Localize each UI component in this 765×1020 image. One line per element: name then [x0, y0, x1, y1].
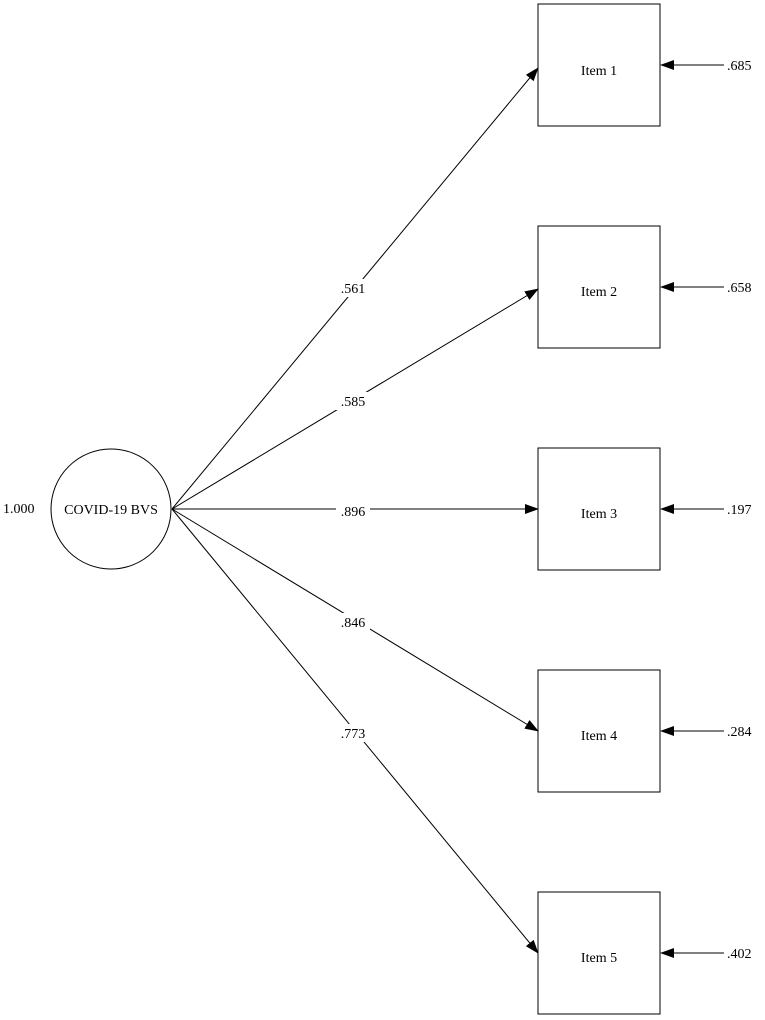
residual-label-item-4: .284: [727, 725, 752, 740]
latent-factor: COVID-19 BVS 1.000: [3, 448, 172, 570]
loading-label-item-4: .846: [341, 616, 366, 631]
loading-label-item-1: .561: [341, 282, 366, 297]
item-label-1: Item 1: [581, 64, 617, 79]
latent-factor-label: COVID-19 BVS: [64, 503, 158, 518]
item-3: .896 Item 3 .197: [172, 447, 752, 571]
item-1: .561 Item 1 .685: [171, 3, 752, 510]
item-label-4: Item 4: [581, 729, 617, 744]
residual-label-item-2: .658: [727, 281, 752, 296]
residual-label-item-1: .685: [727, 59, 752, 74]
latent-factor-circle: [50, 448, 172, 570]
loading-label-item-5: .773: [341, 727, 366, 742]
item-label-2: Item 2: [581, 285, 617, 300]
loading-label-item-3: .896: [341, 505, 366, 520]
item-2: .585 Item 2 .658: [171, 225, 752, 510]
residual-label-item-3: .197: [727, 503, 752, 518]
latent-variance-label: 1.000: [3, 502, 35, 517]
item-4: .846 Item 4 .284: [171, 508, 752, 793]
item-label-3: Item 3: [581, 507, 617, 522]
item-5: .773 Item 5 .402: [171, 508, 752, 1015]
item-label-5: Item 5: [581, 951, 617, 966]
residual-label-item-5: .402: [727, 947, 752, 962]
loading-label-item-2: .585: [341, 395, 366, 410]
